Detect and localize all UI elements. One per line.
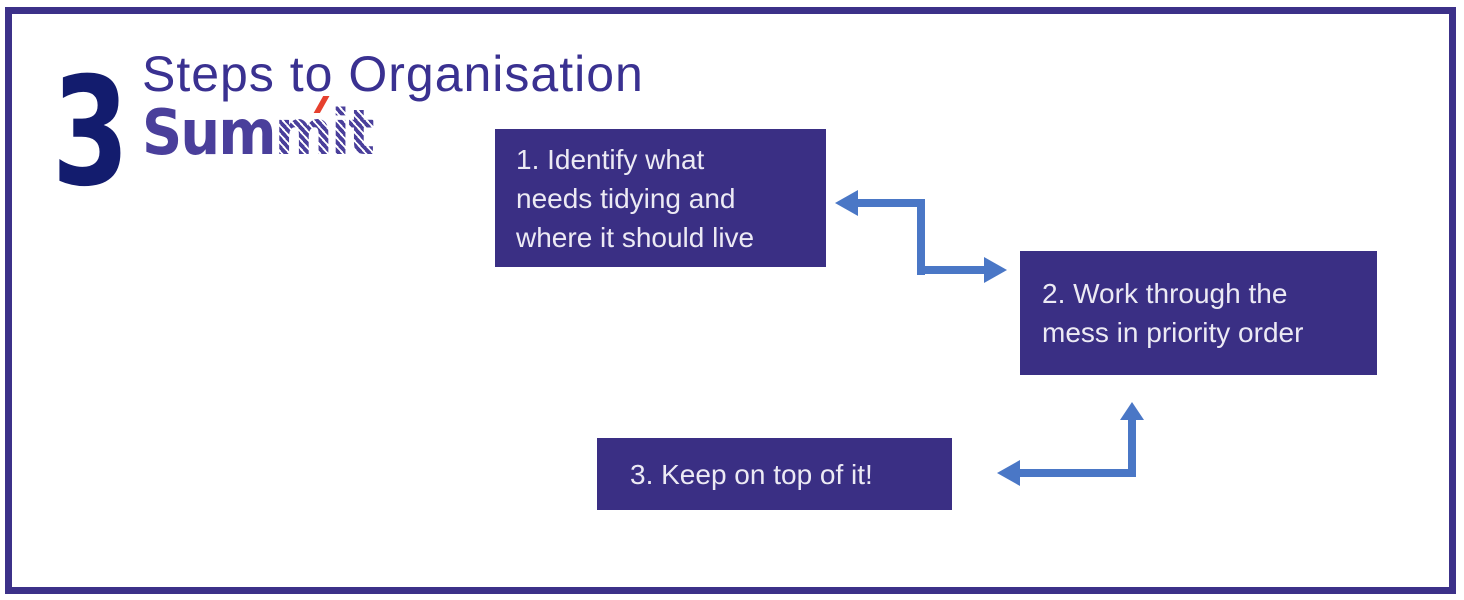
connector-segment	[855, 199, 925, 207]
page-title: Steps to Organisation	[142, 46, 644, 102]
step-1-label: 1. Identify what needs tidying and where…	[516, 143, 755, 253]
step-2-label: 2. Work through the mess in priority ord…	[1042, 278, 1304, 348]
connector-segment	[1016, 469, 1136, 477]
step-box-3: 3. Keep on top of it!	[597, 438, 952, 510]
connector-segment	[917, 266, 987, 274]
logo-text-hatched: mit	[274, 96, 375, 169]
arrowhead-up-icon	[1120, 402, 1144, 420]
connector-segment	[917, 199, 925, 275]
big-number-3: 3	[52, 46, 130, 220]
step-box-2: 2. Work through the mess in priority ord…	[1020, 251, 1377, 375]
step-3-label: 3. Keep on top of it!	[630, 458, 873, 490]
connector-segment	[1128, 418, 1136, 477]
logo-text-solid: Sum	[142, 96, 276, 169]
arrowhead-left-icon	[835, 190, 858, 216]
step-box-1: 1. Identify what needs tidying and where…	[495, 129, 826, 267]
summit-logo: Summit	[142, 96, 375, 164]
arrowhead-right-icon	[984, 257, 1007, 283]
arrowhead-left-icon	[997, 460, 1020, 486]
